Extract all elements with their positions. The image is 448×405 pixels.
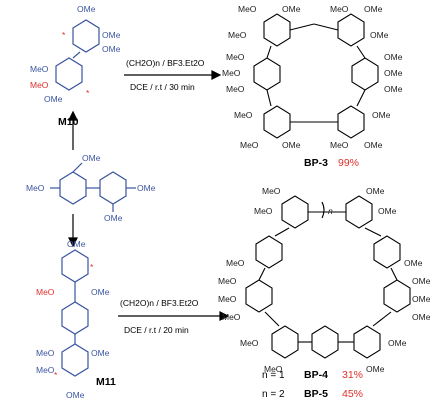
m11-meo-5: MeO [36,365,55,375]
svg-text:OMe: OMe [364,4,383,14]
bp4-n: n = 1 [262,370,285,381]
svg-text:OMe: OMe [282,4,301,14]
bp5-n: n = 2 [262,389,285,400]
bp45-structure [245,195,411,359]
bp3-label: BP-3 [304,157,328,169]
bottom-reagent: (CH2O)n / BF3.Et2O [120,298,199,308]
top-reagent: (CH2O)n / BF3.Et2O [126,58,205,68]
svg-text:MeO: MeO [240,338,259,348]
starting-biphenyl [50,162,136,212]
svg-text:MeO: MeO [222,68,241,78]
svg-text:OMe: OMe [282,140,301,150]
m10-meo-2: MeO [30,80,49,90]
svg-text:OMe: OMe [412,276,431,286]
svg-text:OMe: OMe [384,84,403,94]
svg-text:MeO: MeO [254,206,273,216]
arrow-to-m11 [68,214,78,248]
reaction-arrow-top [124,70,222,80]
svg-text:OMe: OMe [370,30,389,40]
svg-text:MeO: MeO [264,364,283,374]
m10-ome-4: OMe [44,94,63,104]
svg-text:OMe: OMe [364,140,383,150]
bp4-yield: 31% [342,369,363,381]
m11-site-top: * [90,262,94,272]
bp45-italic-n: n [328,206,333,216]
m11-ome-2: OMe [91,287,110,297]
svg-text:MeO: MeO [330,4,349,14]
bottom-solvent: DCE / r.t / 20 min [124,325,189,335]
reaction-arrow-bottom [118,311,230,321]
svg-text:MeO: MeO [226,84,245,94]
svg-text:OMe: OMe [384,68,403,78]
m10-site-bottom: * [86,88,90,98]
m10-ome-1: OMe [77,4,96,14]
bp5-yield: 45% [342,388,363,400]
svg-text:MeO: MeO [226,52,245,62]
arrow-to-m10 [68,110,78,150]
m10-structure [55,19,100,91]
m11-ome-4: OMe [91,348,110,358]
m10-ome-3: OMe [102,44,121,54]
svg-text:OMe: OMe [366,364,385,374]
sm-ome-right: OMe [137,183,156,193]
m11-label: M11 [96,376,116,388]
m11-ome-6: OMe [66,390,85,400]
sm-ome-top: OMe [82,153,101,163]
svg-text:MeO: MeO [234,110,253,120]
svg-text:OMe: OMe [404,258,423,268]
m11-meo-3: MeO [36,348,55,358]
svg-text:MeO: MeO [228,30,247,40]
sm-ome-bottom: OMe [104,213,123,223]
m11-meo-red: MeO [36,287,55,297]
bp3-yield: 99% [338,157,359,169]
m11-site-bottom: * [54,370,58,380]
svg-text:OMe: OMe [372,110,391,120]
m10-meo-1: MeO [30,64,49,74]
svg-text:MeO: MeO [226,258,245,268]
svg-text:MeO: MeO [218,294,237,304]
bp4-label: BP-4 [304,369,328,381]
m11-structure [61,249,89,377]
svg-text:OMe: OMe [412,312,431,322]
svg-text:MeO: MeO [330,140,349,150]
m10-label: M10 [58,116,79,128]
bp5-label: BP-5 [304,388,328,400]
m10-ome-2: OMe [102,30,121,40]
bp45-ome-labels: MeO OMe MeO OMe MeO OMe MeO OMe MeO OMe … [218,186,431,374]
bp3-ome-labels: MeO OMe MeO OMe MeO OMe MeO OMe MeO OMe … [222,4,403,150]
svg-text:MeO: MeO [262,186,281,196]
svg-text:OMe: OMe [412,294,431,304]
bp3-structure [253,13,379,139]
m11-ome-top: OMe [67,239,86,249]
top-solvent: DCE / r.t / 30 min [130,82,195,92]
svg-text:OMe: OMe [384,52,403,62]
sm-meo-left: MeO [26,183,45,193]
m10-site-top: * [62,30,66,40]
svg-text:MeO: MeO [240,140,259,150]
svg-text:MeO: MeO [238,4,257,14]
svg-text:OMe: OMe [366,186,385,196]
svg-text:OMe: OMe [378,206,397,216]
svg-text:MeO: MeO [222,312,241,322]
svg-text:MeO: MeO [218,276,237,286]
svg-text:OMe: OMe [388,338,407,348]
